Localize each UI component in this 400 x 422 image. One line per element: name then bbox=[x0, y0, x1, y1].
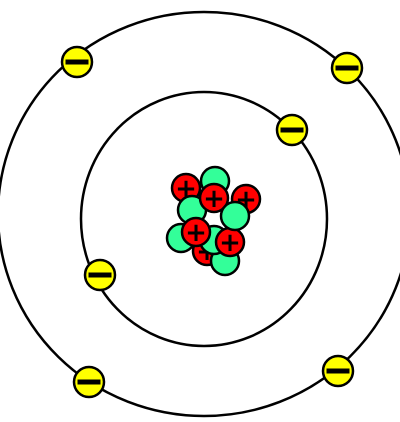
electron bbox=[277, 115, 307, 145]
electron bbox=[323, 356, 353, 386]
electron bbox=[332, 53, 362, 83]
proton: + bbox=[182, 218, 210, 248]
proton-sign: + bbox=[219, 228, 241, 258]
proton: + bbox=[216, 228, 244, 258]
neutron bbox=[221, 202, 249, 230]
electron bbox=[74, 367, 104, 397]
proton-sign: + bbox=[185, 218, 207, 248]
electron bbox=[62, 47, 92, 77]
electron bbox=[85, 260, 115, 290]
